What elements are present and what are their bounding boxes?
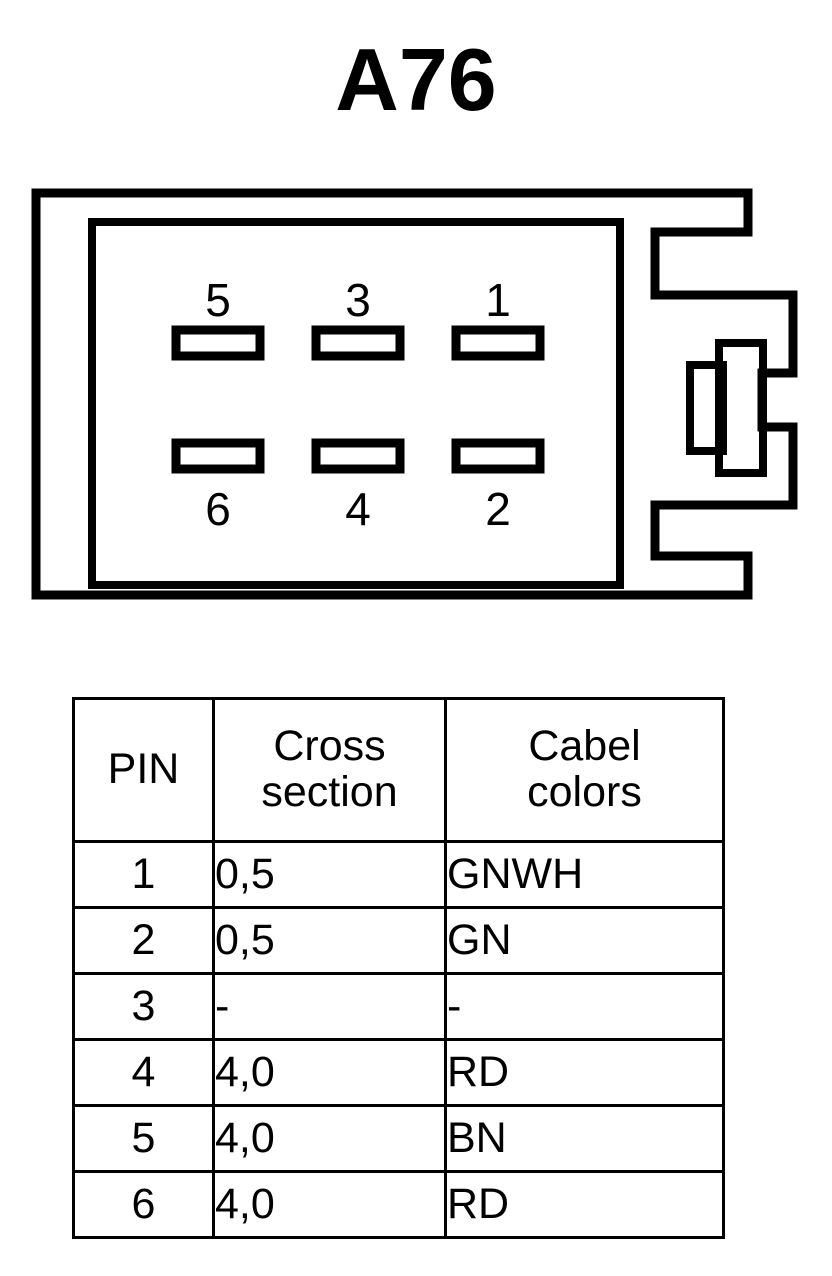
pin-label-6: 6 — [205, 483, 231, 535]
table-row: 1 0,5 GNWH — [72, 840, 725, 909]
pin-label-3: 3 — [345, 274, 371, 326]
cell-cross-section: 0,5 — [212, 906, 447, 975]
header-cable-colors-line2: colors — [527, 768, 642, 816]
terminal-slot-6 — [171, 438, 265, 474]
pin-label-4: 4 — [345, 483, 371, 535]
cell-cross-section: 4,0 — [212, 1038, 447, 1107]
pin-label-2: 2 — [485, 483, 511, 535]
table-row: 4 4,0 RD — [72, 1038, 725, 1107]
connector-face-plate — [88, 218, 624, 589]
terminal-slot-3 — [311, 325, 405, 361]
header-cable-colors: Cabel colors — [444, 697, 725, 843]
cell-pin: 2 — [72, 906, 215, 975]
cell-cross-section: - — [212, 972, 447, 1041]
cell-cross-section: 4,0 — [212, 1170, 447, 1239]
latch-inner-notch — [686, 361, 727, 455]
header-cross-section: Cross section — [212, 697, 447, 843]
cell-cable-color: GN — [444, 906, 725, 975]
header-cable-colors-line1: Cabel — [528, 722, 641, 771]
cell-cable-color: GNWH — [444, 840, 725, 909]
header-cross-section-line2: section — [261, 768, 398, 816]
cell-pin: 6 — [72, 1170, 215, 1239]
terminal-slot-4 — [311, 438, 405, 474]
cell-cable-color: BN — [444, 1104, 725, 1173]
table-row: 6 4,0 RD — [72, 1170, 725, 1239]
header-cross-section-line1: Cross — [273, 722, 386, 771]
cell-pin: 4 — [72, 1038, 215, 1107]
cell-pin: 3 — [72, 972, 215, 1041]
connector-diagram: 5 3 1 6 4 2 — [0, 185, 832, 615]
cell-cable-color: RD — [444, 1038, 725, 1107]
terminal-slot-5 — [171, 325, 265, 361]
cell-cross-section: 4,0 — [212, 1104, 447, 1173]
cell-cable-color: - — [444, 972, 725, 1041]
terminal-slot-1 — [451, 325, 545, 361]
pin-label-5: 5 — [205, 274, 231, 326]
cell-pin: 5 — [72, 1104, 215, 1173]
header-pin: PIN — [72, 697, 215, 843]
page-title: A76 — [335, 30, 497, 129]
table-header-row: PIN Cross section Cabel colors — [72, 697, 725, 843]
table-row: 3 - - — [72, 972, 725, 1041]
cell-pin: 1 — [72, 840, 215, 909]
pin-label-1: 1 — [485, 274, 511, 326]
terminal-slot-2 — [451, 438, 545, 474]
pin-assignment-table: PIN Cross section Cabel colors 1 0,5 GNW… — [72, 697, 725, 1239]
table-row: 5 4,0 BN — [72, 1104, 725, 1173]
cell-cross-section: 0,5 — [212, 840, 447, 909]
cell-cable-color: RD — [444, 1170, 725, 1239]
connector-housing-outline — [31, 188, 798, 600]
table-row: 2 0,5 GN — [72, 906, 725, 975]
